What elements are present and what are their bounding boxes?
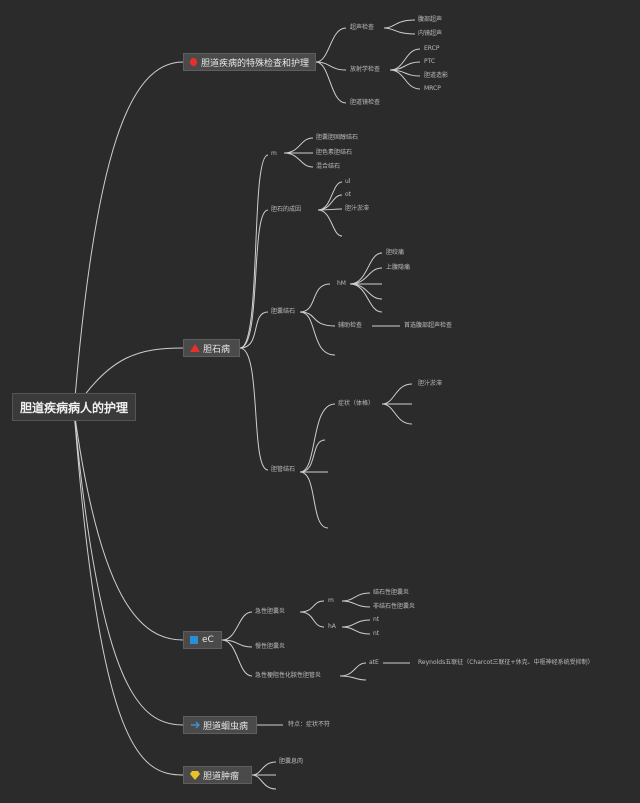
leaf-label: 腹部超声: [418, 16, 443, 23]
leaf-label: hM: [337, 280, 346, 287]
leaf-label: hA: [328, 623, 336, 630]
leaf-label: 辅助检查: [338, 322, 363, 329]
leaf-label: 放射学检查: [350, 66, 381, 73]
leaf-label: 胆囊息肉: [279, 758, 304, 765]
red-dot-icon: [190, 58, 197, 66]
leaf-label: 胆道造影: [424, 72, 449, 79]
branch-node-biliary-tumor[interactable]: 胆道肿瘤: [183, 766, 252, 784]
branch-node-special-exam[interactable]: 胆道疾病的特殊检查和护理: [183, 53, 316, 71]
leaf-label: ul: [345, 178, 351, 185]
branch-node-ec[interactable]: eC: [183, 631, 222, 649]
yellow-gem-icon: [190, 770, 200, 780]
leaf-label: 慢性胆囊炎: [255, 643, 286, 650]
leaf-label: 胆囊胆固醇结石: [316, 134, 359, 141]
leaf-label: 胆绞痛: [386, 249, 405, 256]
leaf-label: 胆道镜检查: [350, 99, 381, 106]
branch-node-cholelithiasis[interactable]: 胆石病: [183, 339, 240, 357]
leaf-label: nt: [373, 616, 380, 623]
leaf-label: 特点：症状不符: [288, 721, 331, 728]
leaf-label: 超声检查: [350, 24, 375, 31]
branch-node-biliary-ascariasis[interactable]: 胆道蛔虫病: [183, 716, 257, 734]
leaf-label: ERCP: [424, 45, 440, 52]
red-triangle-icon: [190, 344, 200, 352]
leaf-label: Reynolds五联征（Charcot三联征+休克、中枢神经系统受抑制）: [418, 659, 594, 666]
leaf-label: nt: [373, 630, 380, 637]
leaf-label: PTC: [424, 58, 436, 65]
leaf-label: m: [328, 597, 334, 604]
branch-label: 胆石病: [203, 344, 231, 355]
blue-square-icon: [190, 636, 198, 644]
leaf-label: 胆囊结石: [271, 308, 296, 315]
leaf-label: 结石性胆囊炎: [373, 589, 410, 596]
leaf-label: 混合结石: [316, 163, 341, 170]
leaf-label: MRCP: [424, 85, 441, 92]
root-node[interactable]: 胆道疾病病人的护理: [12, 393, 136, 421]
branch-label: eC: [202, 635, 214, 645]
leaf-label: 急性梗阻性化脓性胆管炎: [255, 672, 322, 679]
leaf-label: 胆汁淤滞: [345, 205, 370, 212]
leaf-label: 胆汁淤滞: [418, 380, 443, 387]
branch-label: 胆道蛔虫病: [203, 721, 249, 732]
root-label: 胆道疾病病人的护理: [19, 400, 128, 415]
branch-label: 胆道疾病的特殊检查和护理: [200, 58, 309, 69]
leaf-label: 胆石的成因: [271, 206, 302, 213]
leaf-label: 内镜超声: [418, 30, 443, 37]
leaf-label: 胆色素胆结石: [316, 149, 353, 156]
branch-label: 胆道肿瘤: [203, 771, 240, 782]
leaf-label: 胆管结石: [271, 466, 296, 473]
leaf-label: atE: [369, 659, 379, 666]
leaf-label: 首选腹部超声检查: [404, 322, 453, 329]
leaf-label: ot: [345, 191, 352, 198]
leaf-label: 非结石性胆囊炎: [373, 603, 416, 610]
leaf-label: m: [271, 150, 277, 157]
blue-dot-icon: [191, 721, 200, 729]
leaf-label: 症状（体格）: [338, 400, 375, 407]
leaf-label: 上腹隐痛: [386, 264, 411, 271]
leaf-label: 急性胆囊炎: [255, 608, 286, 615]
